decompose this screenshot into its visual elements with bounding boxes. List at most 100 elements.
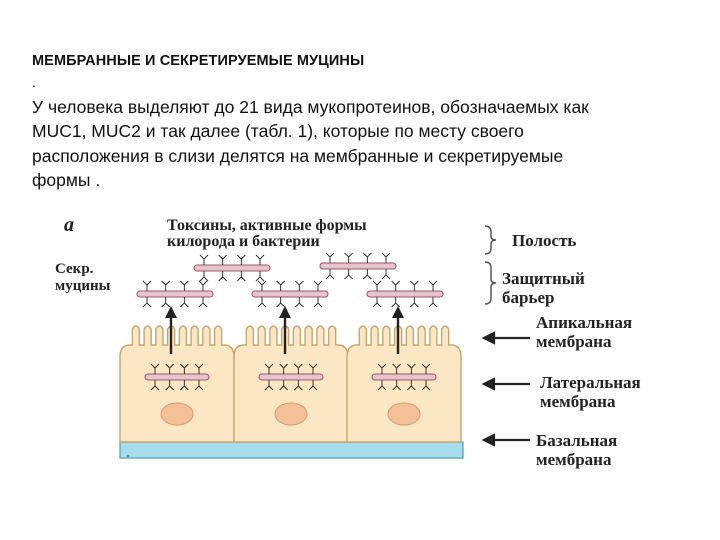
mucin-branch xyxy=(308,380,318,391)
mucin-branch xyxy=(392,380,401,391)
mucin-branch xyxy=(421,363,431,374)
label-apical-line2: мембрана xyxy=(536,332,612,351)
label-basal-line2: мембрана xyxy=(536,450,612,469)
mucin-core xyxy=(136,290,214,298)
mucin-branch xyxy=(180,380,189,391)
mucin-core xyxy=(193,264,271,272)
mucin-core xyxy=(371,373,437,381)
mucin-branch xyxy=(218,271,227,282)
mucin-branch xyxy=(142,297,152,308)
cell-body xyxy=(119,325,235,443)
cell-nucleus xyxy=(274,402,308,426)
label-barrier-line2: барьер xyxy=(502,288,554,307)
mucin-branch xyxy=(161,297,170,308)
mucin-molecule xyxy=(193,254,271,282)
mucin-branch xyxy=(381,252,391,263)
cell-body xyxy=(346,325,462,443)
description-paragraph: У человека выделяют до 21 вида мукопроте… xyxy=(32,95,692,192)
mucin-branch xyxy=(198,297,208,308)
panel-letter: a xyxy=(64,214,74,236)
secretion-arrowhead xyxy=(165,306,177,318)
mucin-branch xyxy=(199,254,209,265)
mucin-branch xyxy=(198,280,208,291)
mucin-branch xyxy=(257,280,267,291)
mucin-branch xyxy=(161,280,170,291)
mucin-branch xyxy=(410,297,419,308)
cell-nucleus xyxy=(387,402,421,426)
mucin-branch xyxy=(150,363,160,374)
top-label-line2: килорода и бактерии xyxy=(167,233,320,250)
mucin-branch xyxy=(377,380,387,391)
secretion-arrowhead xyxy=(279,306,291,318)
mucin-branch xyxy=(344,252,353,263)
mucin-branch xyxy=(344,269,353,280)
mucin-molecule xyxy=(258,363,324,391)
mucin-branch xyxy=(325,252,335,263)
epithelial-cell xyxy=(233,306,349,443)
mucin-branch xyxy=(407,363,416,374)
mucin-branch xyxy=(180,297,189,308)
mucin-branch xyxy=(392,363,401,374)
brace-barrier xyxy=(484,261,497,305)
secr-label-line1: Секр. xyxy=(55,261,94,277)
mucin-branch xyxy=(199,271,209,282)
mucin-branch xyxy=(255,254,265,265)
mucin-branch xyxy=(237,271,246,282)
mucin-branch xyxy=(407,380,416,391)
mucin-branch xyxy=(264,363,274,374)
label-lateral-line2: мембрана xyxy=(540,392,616,411)
mucin-branch xyxy=(294,380,303,391)
epithelial-cell xyxy=(346,306,462,443)
mucin-branch xyxy=(325,269,335,280)
mucin-branch xyxy=(372,280,382,291)
secreted-mucins xyxy=(136,252,444,308)
mucin-molecule xyxy=(136,280,214,308)
label-cavity: Полость xyxy=(512,231,576,250)
title-dot: . xyxy=(32,74,36,90)
mucin-branch xyxy=(294,363,303,374)
mucin-branch xyxy=(295,280,304,291)
cell-nucleus xyxy=(160,402,194,426)
mucin-branch xyxy=(180,280,189,291)
basal-dot xyxy=(126,454,130,458)
mucin-branch xyxy=(276,297,285,308)
mucin-branch xyxy=(313,280,323,291)
paragraph-line: расположения в слизи делятся на мембранн… xyxy=(32,145,564,166)
mucin-branch xyxy=(308,363,318,374)
mucin-branch xyxy=(194,380,204,391)
mucin-branch xyxy=(255,271,265,282)
mucin-branch xyxy=(363,269,372,280)
paragraph-line: формы . xyxy=(32,169,101,190)
mucin-molecule xyxy=(144,363,210,391)
mucin-branch xyxy=(257,297,267,308)
mucin-core xyxy=(258,373,324,381)
mucin-molecule xyxy=(366,280,444,308)
mucin-branch xyxy=(194,363,204,374)
top-label-line1: Токсины, активные формы xyxy=(167,217,367,234)
mucin-branch xyxy=(410,280,419,291)
mucin-branch xyxy=(381,269,391,280)
mucin-core xyxy=(251,290,329,298)
brace-cavity xyxy=(484,225,497,255)
mucin-branch xyxy=(428,280,438,291)
mucin-branch xyxy=(165,363,174,374)
mucin-branch xyxy=(142,280,152,291)
cell-body xyxy=(233,325,349,443)
pointer-arrows xyxy=(481,331,530,447)
secretion-arrowhead xyxy=(392,306,404,318)
mucin-branch xyxy=(363,252,372,263)
mucin-branch xyxy=(428,297,438,308)
mucin-branch xyxy=(372,297,382,308)
mucin-core xyxy=(366,290,444,298)
mucin-branch xyxy=(295,297,304,308)
mucin-molecule xyxy=(319,252,397,280)
mucin-core xyxy=(319,262,397,270)
mucin-branch xyxy=(279,363,288,374)
label-barrier-line1: Защитный xyxy=(502,269,585,288)
paragraph-line: MUC1, MUC2 и так далее (табл. 1), которы… xyxy=(32,121,524,142)
mucin-branch xyxy=(313,297,323,308)
secr-label-line2: муцины xyxy=(55,278,111,294)
mucin-branch xyxy=(180,363,189,374)
mucin-branch xyxy=(421,380,431,391)
